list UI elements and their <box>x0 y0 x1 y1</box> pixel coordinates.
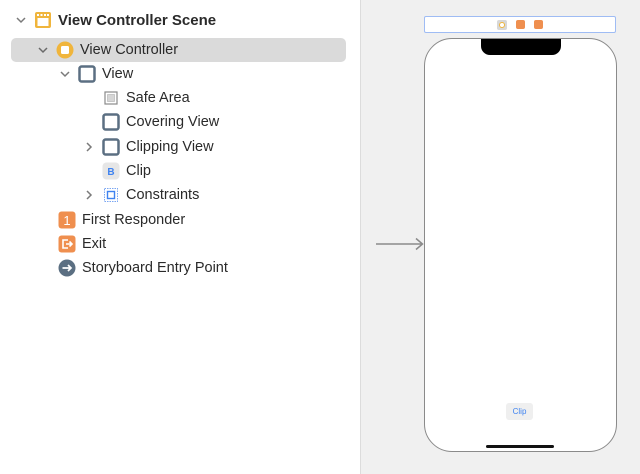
outline-item-view[interactable]: View <box>58 62 133 86</box>
chevron-down-icon[interactable] <box>58 67 72 81</box>
view-controller-icon[interactable] <box>497 19 507 30</box>
entry-point-arrow-icon[interactable] <box>376 237 424 251</box>
outline-item-view-controller-scene[interactable]: View Controller Scene <box>14 8 216 32</box>
outline-item-first-responder[interactable]: 1 First Responder <box>58 208 185 232</box>
constraints-icon <box>102 186 120 204</box>
outline-item-exit[interactable]: Exit <box>58 232 106 256</box>
scene-icon <box>34 11 52 29</box>
exit-icon <box>58 235 76 253</box>
outline-item-clipping-view[interactable]: Clipping View <box>82 135 214 159</box>
home-indicator <box>486 445 554 448</box>
outline-item-label: First Responder <box>82 212 186 228</box>
iphone-scene-frame[interactable] <box>424 38 617 452</box>
split-view-divider[interactable] <box>360 0 361 474</box>
scene-dock[interactable] <box>424 16 616 33</box>
svg-text:1: 1 <box>63 213 70 228</box>
device-notch <box>481 39 561 55</box>
outline-item-view-controller[interactable]: View Controller <box>0 38 360 62</box>
outline-item-label: Safe Area <box>126 90 190 106</box>
button-icon: B <box>102 162 120 180</box>
chevron-down-icon[interactable] <box>14 13 28 27</box>
exit-icon[interactable] <box>534 20 543 29</box>
view-controller-icon <box>56 41 74 59</box>
outline-item-label: Clipping View <box>126 139 214 155</box>
document-outline: View Controller Scene View Controller Vi… <box>0 8 360 280</box>
svg-text:B: B <box>107 167 114 178</box>
outline-item-label: Constraints <box>126 187 200 203</box>
outline-item-covering-view[interactable]: Covering View <box>102 110 219 134</box>
first-responder-icon: 1 <box>58 211 76 229</box>
safe-area-icon <box>102 89 120 107</box>
outline-item-label: View Controller <box>80 42 179 58</box>
view-icon <box>78 65 96 83</box>
outline-item-label: Clip <box>126 163 151 179</box>
outline-item-safe-area[interactable]: Safe Area <box>102 86 190 110</box>
entry-point-icon <box>58 259 76 277</box>
chevron-right-icon[interactable] <box>82 140 96 154</box>
chevron-down-icon[interactable] <box>36 43 50 57</box>
outline-item-label: View <box>102 66 134 82</box>
clip-button[interactable]: Clip <box>506 403 533 420</box>
view-icon <box>102 113 120 131</box>
outline-item-label: Storyboard Entry Point <box>82 260 228 276</box>
view-icon <box>102 138 120 156</box>
outline-item-storyboard-entry-point[interactable]: Storyboard Entry Point <box>58 256 228 280</box>
outline-item-constraints[interactable]: Constraints <box>82 183 199 207</box>
outline-item-label: Covering View <box>126 114 220 130</box>
outline-item-label: View Controller Scene <box>58 11 217 29</box>
first-responder-icon[interactable] <box>516 20 525 29</box>
outline-item-label: Exit <box>82 236 107 252</box>
outline-item-clip-button[interactable]: B Clip <box>102 159 151 183</box>
chevron-right-icon[interactable] <box>82 188 96 202</box>
